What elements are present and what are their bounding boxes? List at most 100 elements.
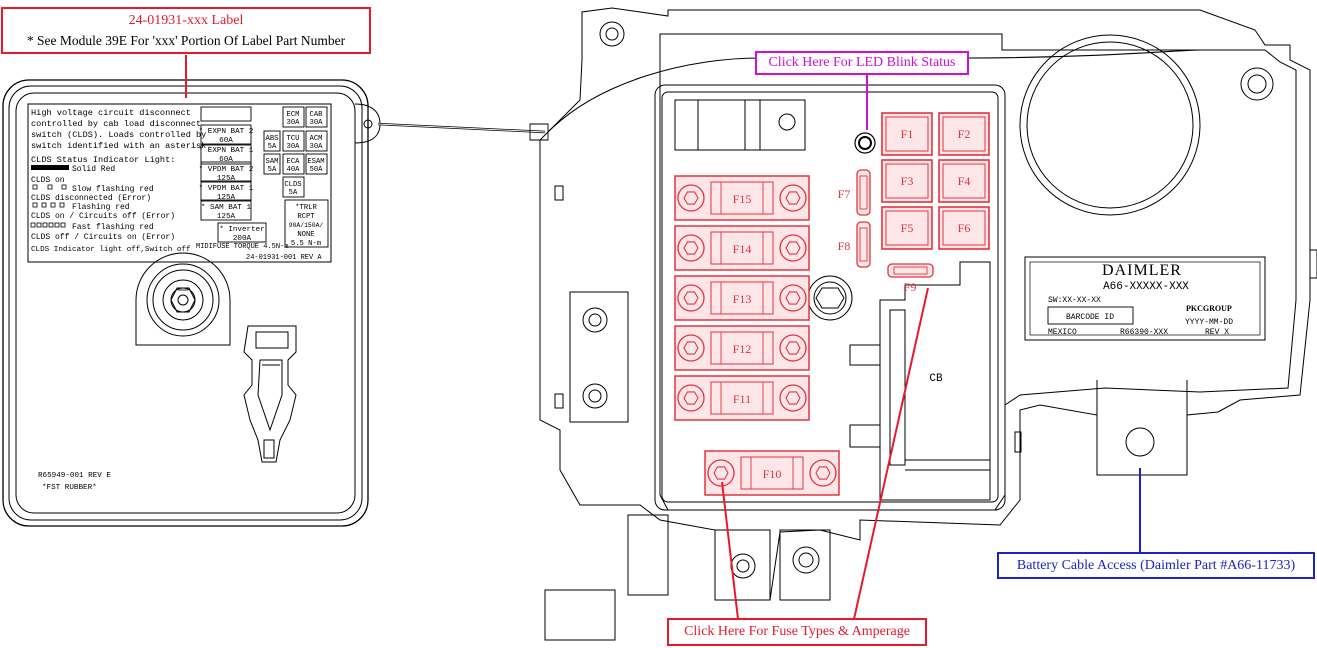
fuse-label: F10 (763, 467, 782, 481)
fuse-label: F5 (901, 221, 914, 235)
svg-text:R65949-001 REV E: R65949-001 REV E (38, 472, 111, 480)
daimler-part: A66-XXXXX-XXX (1103, 281, 1189, 293)
fuse-f1[interactable]: F1 (881, 112, 933, 156)
svg-text:* VPDM BAT 1: * VPDM BAT 1 (199, 185, 254, 193)
fuse-label: F12 (733, 342, 752, 356)
fuse-f11[interactable]: F11 (674, 375, 810, 421)
label-grommet (135, 252, 231, 346)
status-item: Fast flashing red (72, 223, 154, 232)
battery-cable-callout: Battery Cable Access (Daimler Part #A66-… (997, 552, 1315, 579)
fuse-f2[interactable]: F2 (938, 112, 990, 156)
label-fuse-text: * EXPN BAT 2 60A * EXPN BAT 1 60A * VPDM… (199, 128, 265, 243)
svg-text:30A: 30A (310, 143, 324, 151)
daimler-brand: DAIMLER (1102, 262, 1182, 279)
desc-line: switch (CLDS). Loads controlled by (31, 130, 206, 140)
label-fuse-boxes (200, 106, 267, 243)
svg-text:TCU: TCU (287, 135, 300, 143)
svg-text:SAM: SAM (266, 158, 279, 166)
label-part-callout: 24-01931-xxx Label * See Module 39E For … (1, 7, 371, 54)
led-blink-status-link[interactable]: Click Here For LED Blink Status (755, 51, 969, 75)
fuse-f8[interactable]: F8 (838, 221, 871, 268)
label-part-title: 24-01931-xxx Label (128, 13, 244, 28)
battery-cable-text: Battery Cable Access (Daimler Part #A66-… (1016, 558, 1296, 573)
fuse-types-text: Click Here For Fuse Types & Amperage (684, 624, 910, 639)
svg-text:NONE: NONE (297, 231, 314, 239)
svg-text:30A: 30A (310, 119, 324, 127)
svg-text:5.5 N-m: 5.5 N-m (291, 240, 321, 248)
fuse-f7[interactable]: F7 (838, 169, 871, 216)
svg-text:CAB: CAB (310, 111, 324, 119)
daimler-sw: SW:XX-XX-XX (1048, 296, 1101, 305)
svg-text:* EXPN BAT 1: * EXPN BAT 1 (199, 147, 254, 155)
svg-text:90A/150A/: 90A/150A/ (289, 222, 324, 229)
status-item: CLDS Indicator light off,Switch off (31, 246, 191, 254)
fuse-leader-left (721, 481, 739, 620)
label-description: High voltage circuit disconnect controll… (31, 108, 212, 165)
fuse-label: F8 (838, 239, 851, 253)
tether-cable (377, 122, 549, 141)
fuse-label: F1 (901, 127, 914, 141)
fuse-label: F7 (838, 187, 851, 201)
fuse-leader-right (853, 287, 929, 620)
fuse-label: F3 (901, 174, 914, 188)
svg-text:50A: 50A (310, 166, 324, 174)
svg-text:30A: 30A (287, 143, 301, 151)
fuse-f15[interactable]: F15 (674, 175, 810, 221)
status-item: CLDS disconnected (Error) (31, 194, 151, 203)
status-item: Flashing red (72, 203, 130, 212)
fuse-f14[interactable]: F14 (674, 225, 810, 271)
svg-text:ABS: ABS (266, 135, 279, 143)
solid-red-bar (31, 165, 69, 170)
fuse-label: F11 (733, 392, 751, 406)
module-housing (539, 7, 1317, 641)
fuse-f9[interactable]: F9 (887, 263, 934, 294)
label-small-text: ECM 30A CAB 30A ABS 5A TCU 30A ACM 30A S… (266, 111, 325, 248)
fuse-f12[interactable]: F12 (674, 325, 810, 371)
svg-text:5A: 5A (289, 189, 298, 197)
status-item: CLDS off / Circuits on (Error) (31, 233, 175, 242)
label-latch (243, 325, 297, 463)
svg-text:*FST RUBBER*: *FST RUBBER* (42, 484, 97, 492)
fuse-label: F14 (733, 242, 752, 256)
led-indicator[interactable] (854, 132, 876, 154)
svg-text:5A: 5A (268, 166, 277, 174)
fuse-label: F6 (958, 221, 971, 235)
fuse-label: F4 (958, 174, 971, 188)
svg-text:ECM: ECM (287, 111, 300, 119)
svg-text:40A: 40A (287, 166, 301, 174)
svg-text:ECA: ECA (287, 158, 301, 166)
svg-text:* SAM BAT 1: * SAM BAT 1 (201, 204, 252, 212)
daimler-date: YYYY-MM-DD (1185, 318, 1233, 327)
label-rubber-text: R65949-001 REV E *FST RUBBER* (38, 472, 111, 492)
fuse-label: F13 (733, 292, 752, 306)
fuse-label: F9 (904, 280, 917, 294)
fuse-label: F15 (733, 192, 752, 206)
fuse-f10[interactable]: F10 (704, 450, 840, 496)
daimler-barcode: BARCODE ID (1066, 313, 1114, 322)
fuse-f5[interactable]: F5 (881, 206, 933, 250)
svg-text:MIDIFUSE TORQUE 4.5N-m: MIDIFUSE TORQUE 4.5N-m (196, 243, 288, 251)
fuse-f3[interactable]: F3 (881, 159, 933, 203)
svg-text:CLDS: CLDS (284, 181, 301, 189)
daimler-label: DAIMLER A66-XXXXX-XXX SW:XX-XX-XX BARCOD… (1024, 256, 1266, 341)
fuse-f13[interactable]: F13 (674, 275, 810, 321)
status-item: Slow flashing red (72, 185, 154, 194)
label-part-note: * See Module 39E For 'xxx' Portion Of La… (26, 33, 346, 48)
svg-text:24-01931-001 REV A: 24-01931-001 REV A (246, 254, 322, 262)
desc-line: switch identified with an asterisk. (31, 141, 212, 151)
fuse-types-link[interactable]: Click Here For Fuse Types & Amperage (667, 618, 927, 646)
svg-text:5A: 5A (268, 143, 277, 151)
label-footer-text: MIDIFUSE TORQUE 4.5N-m 24-01931-001 REV … (196, 243, 322, 262)
fuse-f4[interactable]: F4 (938, 159, 990, 203)
svg-text:30A: 30A (287, 119, 301, 127)
fuse-f6[interactable]: F6 (938, 206, 990, 250)
svg-text:200A: 200A (233, 235, 252, 243)
svg-text:60A: 60A (219, 137, 233, 145)
svg-text:125A: 125A (217, 213, 236, 221)
status-title: CLDS Status Indicator Light: (31, 155, 175, 165)
svg-text:125A: 125A (217, 175, 236, 183)
